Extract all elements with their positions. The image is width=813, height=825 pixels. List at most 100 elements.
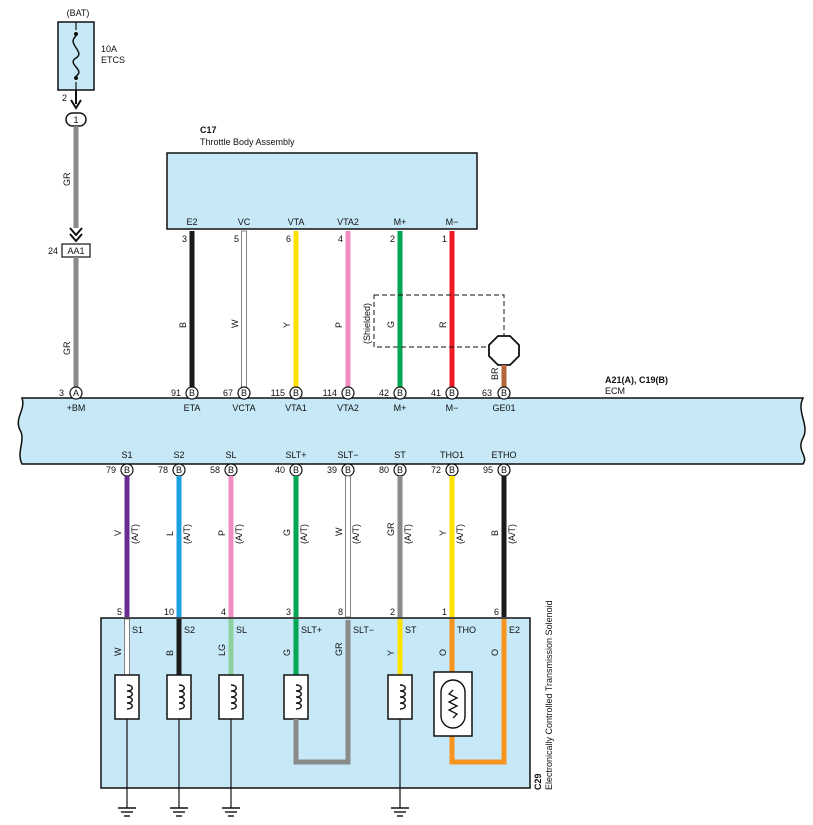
- solenoid-coil-2-icon-winding: [230, 684, 237, 710]
- solenoid-lower-color-5: Y: [386, 650, 396, 656]
- solenoid-pin-7: 6: [494, 607, 499, 617]
- throttle-term-3: VTA2: [337, 217, 359, 227]
- ecm-top-0-pin-number: 91: [171, 388, 181, 398]
- ecm-bottom-1-pin-number: 78: [158, 465, 168, 475]
- solenoid-coil-5-icon-winding: [399, 684, 406, 710]
- ecm-top-4-connector-letter: B: [397, 388, 403, 398]
- ecm-bottom-3-pin-number: 40: [275, 465, 285, 475]
- fuse-pin: 2: [62, 93, 67, 103]
- ecm-bm-term: +BM: [67, 403, 86, 413]
- ecm-bottom-term-0: S1: [121, 450, 132, 460]
- ecm-name: ECM: [605, 386, 625, 396]
- ecm-top-3-pin-number: 114: [323, 388, 337, 398]
- ecm-bottom-5-connector-letter: B: [397, 465, 403, 475]
- ecm-top-1-connector-letter: B: [241, 388, 247, 398]
- junction-connector-pin: 24: [48, 246, 58, 256]
- ecm-bottom-term-5: ST: [394, 450, 406, 460]
- solenoid-upper-color-7: B: [490, 530, 500, 536]
- solenoid-coil-1-icon-winding: [178, 684, 185, 710]
- throttle-pin-4: 2: [390, 234, 395, 244]
- ecm-bm-connector: [69, 386, 83, 400]
- ecm-bottom-5-pin-number: 80: [379, 465, 389, 475]
- fuse-name: ETCS: [101, 55, 125, 65]
- ecm-ge01-connector: [497, 386, 511, 400]
- ecm-bottom-4-pin-number: 39: [327, 465, 337, 475]
- ecm-top-term-3: VTA2: [337, 403, 359, 413]
- solenoid-coil-5-icon: [387, 674, 413, 720]
- ecm-top-term-1: VCTA: [232, 403, 255, 413]
- throttle-pin-5: 1: [442, 234, 447, 244]
- ecm-top-term-5: M−: [446, 403, 459, 413]
- ecm-bottom-1-connector-letter: B: [176, 465, 182, 475]
- ecm-bottom-3-connector-letter: B: [293, 465, 299, 475]
- throttle-wire-color-3: P: [334, 322, 344, 328]
- ecm-top-3-connector: [341, 386, 355, 400]
- ecm-bottom-4-connector-letter: B: [345, 465, 351, 475]
- wire-br-label: BR: [490, 367, 500, 380]
- solenoid-at-label-6: (A/T): [455, 524, 465, 544]
- solenoid-slt-loop-wire: [293, 620, 351, 765]
- ecm-bottom-6-pin-number: 72: [431, 465, 441, 475]
- ecm-bm-pin: 3: [59, 388, 64, 398]
- solenoid-pin-6: 1: [442, 607, 447, 617]
- ecm-bottom-2-pin-number: 58: [210, 465, 220, 475]
- solenoid-term-1: S2: [184, 625, 195, 635]
- connector-arrow-icon: [70, 99, 82, 110]
- ecm-top-0-connector-letter: B: [189, 388, 195, 398]
- solenoid-name: Electronically Controlled Transmission S…: [544, 600, 554, 790]
- solenoid-code: C29: [533, 773, 543, 790]
- ecm-top-5-connector-letter: B: [449, 388, 455, 398]
- solenoid-term-5: ST: [405, 625, 417, 635]
- ecm-bottom-6-connector-letter: B: [449, 465, 455, 475]
- throttle-term-0: E2: [186, 217, 197, 227]
- solenoid-lower-color-7: O: [490, 649, 500, 656]
- solenoid-at-label-2: (A/T): [234, 524, 244, 544]
- solenoid-coil-1-icon: [166, 674, 192, 720]
- solenoid-pin-2: 4: [221, 607, 226, 617]
- ecm-ge01-term: GE01: [492, 403, 515, 413]
- throttle-term-5: M−: [446, 217, 459, 227]
- ecm-bottom-term-1: S2: [173, 450, 184, 460]
- solenoid-at-label-1: (A/T): [182, 524, 192, 544]
- ecm-bottom-term-4: SLT−: [337, 450, 358, 460]
- junction-connector-label: AA1: [67, 246, 84, 256]
- ecm-top-2-connector: [289, 386, 303, 400]
- throttle-term-1: VC: [238, 217, 251, 227]
- ecm-top-5-pin-number: 41: [431, 388, 441, 398]
- junction-double-arrow-icon: [69, 227, 83, 243]
- solenoid-lower-color-0: W: [113, 647, 123, 656]
- ecm-top-3-connector-letter: B: [345, 388, 351, 398]
- solenoid-at-label-5: (A/T): [403, 524, 413, 544]
- solenoid-coil-slt-icon: [283, 674, 309, 720]
- ecm-top-2-pin-number: 115: [271, 388, 285, 398]
- solenoid-lower-wire-0: [124, 618, 130, 676]
- ecm-code: A21(A), C19(B): [605, 375, 668, 385]
- shield-outline: [373, 294, 505, 348]
- solenoid-lower-color-6: O: [438, 649, 448, 656]
- solenoid-coil-0-icon-winding: [126, 684, 133, 710]
- ecm-bottom-2-connector-letter: B: [228, 465, 234, 475]
- ecm-body: [17, 397, 806, 465]
- ecm-top-term-0: ETA: [184, 403, 201, 413]
- ecm-bottom-term-6: THO1: [440, 450, 464, 460]
- fuse-icon: [72, 35, 80, 77]
- throttle-wire-color-4: G: [386, 321, 396, 328]
- solenoid-upper-wire-4: [345, 475, 351, 618]
- solenoid-lower-color-1: B: [165, 650, 175, 656]
- solenoid-lower-color-2: LG: [217, 644, 227, 656]
- solenoid-coil-1-icon-frame: [166, 674, 192, 720]
- ecm-bm-connector-letter: A: [73, 388, 79, 398]
- solenoid-coil-2-icon: [218, 674, 244, 720]
- solenoid-upper-color-6: Y: [438, 530, 448, 536]
- ecm-bottom-0-pin-number: 79: [106, 465, 116, 475]
- ecm-bottom-term-7: ETHO: [491, 450, 516, 460]
- solenoid-upper-color-4: W: [334, 527, 344, 536]
- ecm-top-5-connector: [445, 386, 459, 400]
- solenoid-pin-1: 10: [164, 607, 174, 617]
- throttle-pin-1: 5: [234, 234, 239, 244]
- solenoid-pin-5: 2: [390, 607, 395, 617]
- ecm-top-4-connector: [393, 386, 407, 400]
